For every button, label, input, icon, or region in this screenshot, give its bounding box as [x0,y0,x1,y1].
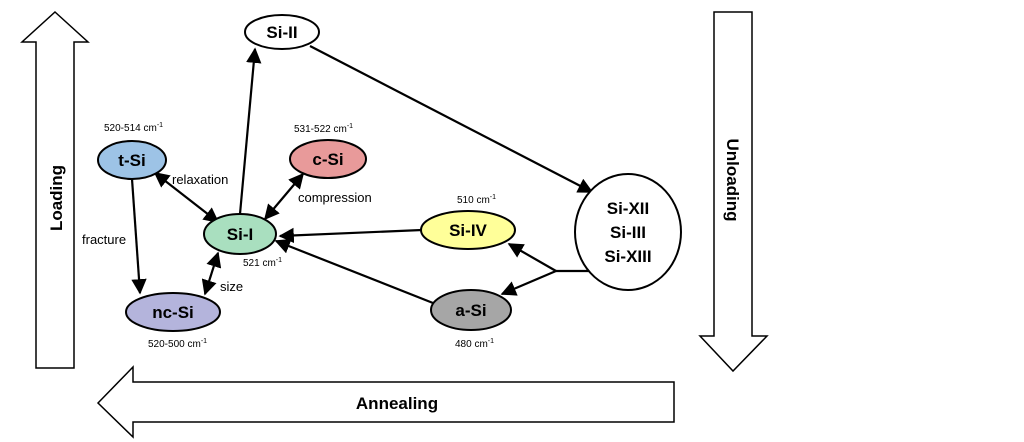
node-nc-si-shape [125,292,221,332]
node-si-i-shape [203,213,277,255]
edges [130,45,594,305]
edge-si-i-to-si-ii [238,47,262,215]
node-t-si-shape [97,140,167,180]
edge-label-relaxation: relaxation [172,172,228,187]
node-si-ii-label: Si-II [266,23,297,42]
edge-si-ii-to-si-xii [309,45,594,193]
edge-t-si-si-i [153,172,220,223]
loading-arrow: Loading [20,10,90,369]
node-si-iv-wavenumber: 510 cm-1 [457,194,496,206]
node-nc-si-wavenumber: 520-500 cm-1 [148,338,207,350]
node-si-iv: Si-IV 510 cm-1 [420,194,516,250]
unloading-arrow: Unloading [698,11,769,373]
node-si-iv-shape [420,210,516,250]
node-a-si: a-Si 480 cm-1 [430,289,512,350]
node-si-iv-label: Si-IV [449,221,487,240]
node-si-iii-label: Si-III [610,223,646,242]
unloading-label: Unloading [723,138,742,221]
edge-si-xii-to-si-iv [507,243,557,272]
node-si-xii-label: Si-XII [607,199,650,218]
annealing-label: Annealing [356,394,438,413]
edge-label-size: size [220,279,243,294]
edge-label-fracture: fracture [82,232,126,247]
node-c-si: c-Si 531-522 cm-1 [289,123,367,179]
node-a-si-shape [430,289,512,331]
edge-si-i-nc-si [201,251,222,296]
node-si-i-wavenumber: 521 cm-1 [243,257,282,269]
node-nc-si: nc-Si 520-500 cm-1 [125,292,221,350]
edge-si-xii-to-a-si [500,269,557,296]
node-si-i: Si-I 521 cm-1 [203,213,282,269]
node-t-si: t-Si 520-514 cm-1 [97,122,167,180]
node-si-i-label: Si-I [227,225,253,244]
edge-label-compression: compression [298,190,372,205]
edge-t-si-to-nc-si [130,178,147,295]
loading-label: Loading [47,165,66,231]
node-si-ii-shape [244,14,320,50]
node-t-si-wavenumber: 520-514 cm-1 [104,122,163,134]
node-nc-si-label: nc-Si [152,303,194,322]
node-a-si-wavenumber: 480 cm-1 [455,338,494,350]
node-c-si-label: c-Si [312,150,343,169]
annealing-arrow: Annealing [96,365,675,439]
edge-c-si-si-i [264,172,304,221]
edge-a-si-to-si-i [274,238,434,305]
node-c-si-shape [289,139,367,179]
node-si-xii-group-shape [574,173,682,291]
edge-si-iv-to-si-i [278,227,423,244]
node-si-xiii-label: Si-XIII [604,247,651,266]
node-a-si-label: a-Si [455,301,486,320]
node-si-xii-group: Si-XII Si-III Si-XIII [574,173,682,291]
node-si-ii: Si-II [244,14,320,50]
node-t-si-label: t-Si [118,151,145,170]
node-c-si-wavenumber: 531-522 cm-1 [294,123,353,135]
